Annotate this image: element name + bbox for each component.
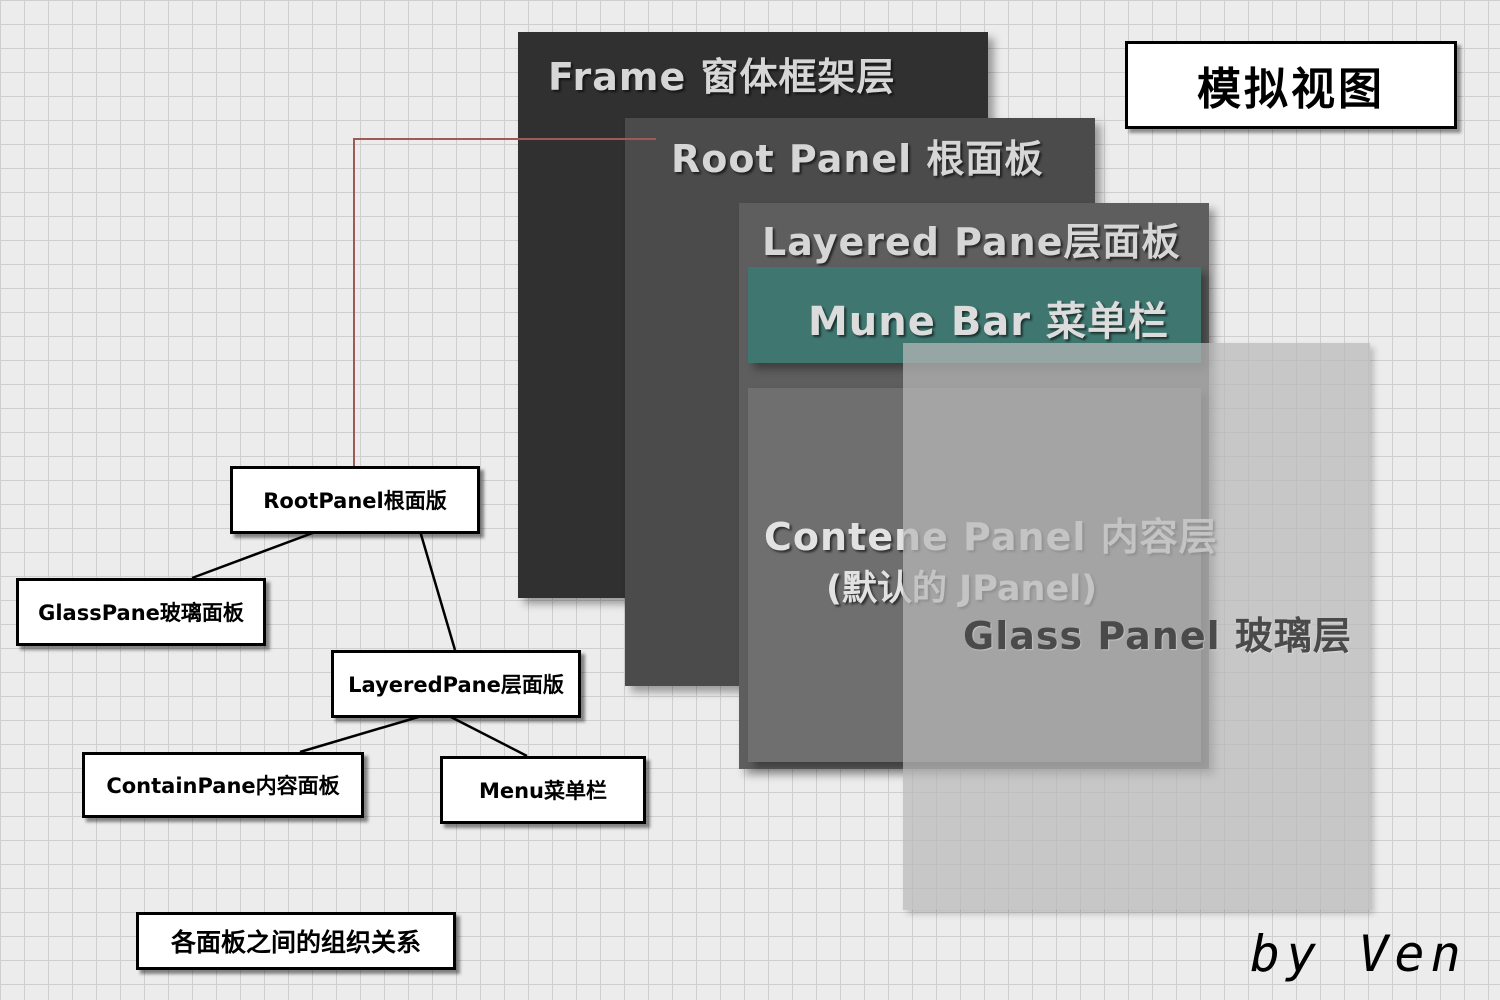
root-to-glass-edge xyxy=(191,529,319,580)
tree-node-menu: Menu菜单栏 xyxy=(440,756,646,824)
frame-layer-label: Frame 窗体框架层 xyxy=(548,55,896,99)
root-to-layered-edge xyxy=(418,530,457,651)
tree-node-contain-pane: ContainPane内容面板 xyxy=(82,752,364,818)
glass-panel-layer-label: Glass Panel 玻璃层 xyxy=(963,614,1352,658)
menu-bar-layer-label: Mune Bar 菜单栏 xyxy=(808,299,1169,345)
glass-panel-layer: Glass Panel 玻璃层 xyxy=(903,343,1370,910)
author-signature: by Ven xyxy=(1250,925,1467,983)
tree-node-root-panel: RootPanel根面版 xyxy=(230,466,480,534)
view-title: 模拟视图 xyxy=(1125,41,1457,129)
layered-to-contain-edge xyxy=(299,713,426,754)
layered-pane-layer-label: Layered Pane层面板 xyxy=(762,220,1181,264)
tree-node-layered-pane: LayeredPane层面版 xyxy=(331,650,581,718)
layered-to-menu-edge xyxy=(446,713,528,758)
menu-bar-layer: Mune Bar 菜单栏 xyxy=(748,267,1201,363)
tree-caption: 各面板之间的组织关系 xyxy=(136,912,456,970)
root-panel-layer-label: Root Panel 根面板 xyxy=(671,137,1044,181)
tree-node-glass-pane: GlassPane玻璃面板 xyxy=(16,578,266,646)
